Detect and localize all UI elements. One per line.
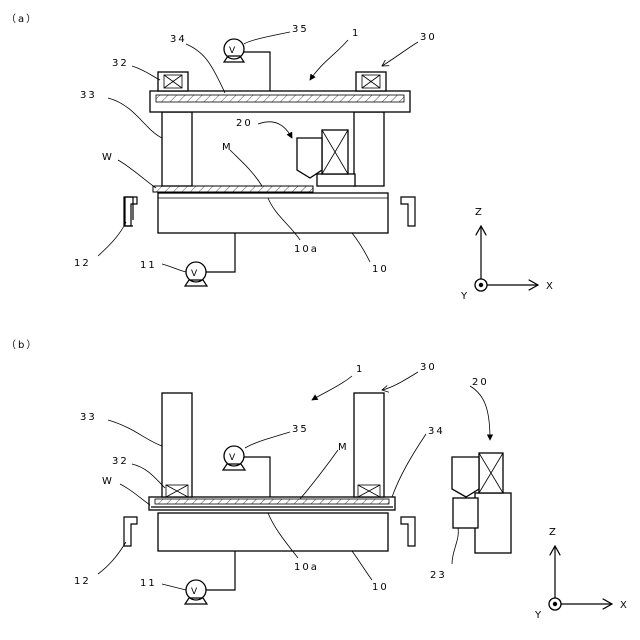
leader-12 xyxy=(98,222,126,256)
stage-10-b xyxy=(158,513,388,551)
valve-35: V xyxy=(224,39,244,62)
leader-34 xyxy=(186,44,225,93)
leader-23-b xyxy=(452,528,458,564)
ref-34-b: 34 xyxy=(428,426,445,437)
workpiece-w xyxy=(153,186,313,192)
bracket-12-right xyxy=(401,197,415,226)
panel-b-label: （b） xyxy=(6,339,38,351)
leader-30-b xyxy=(382,372,418,390)
valve-11: V xyxy=(185,262,207,286)
valve-35-symbol: V xyxy=(229,46,236,56)
plate-34-hatch xyxy=(156,95,404,102)
ref-w-a: W xyxy=(102,152,114,163)
ref-35-b: 35 xyxy=(292,424,309,435)
leader-12-b xyxy=(98,542,126,574)
valve-35-b-symbol: V xyxy=(229,453,236,463)
leader-34-b xyxy=(392,434,426,497)
valve-35-b: V xyxy=(223,446,245,470)
leader-w xyxy=(118,160,156,188)
head-20 xyxy=(297,130,355,186)
axis-z-a: Z xyxy=(475,207,484,218)
leader-11 xyxy=(162,264,186,272)
ref-35-a: 35 xyxy=(292,24,309,35)
axis-z-b: Z xyxy=(549,527,558,538)
ref-33-a: 33 xyxy=(80,90,97,101)
ref-m-a: M xyxy=(222,142,233,153)
leader-30 xyxy=(382,42,418,66)
ref-30-a: 30 xyxy=(420,32,437,43)
ref-33-b: 33 xyxy=(80,412,97,423)
leader-32-b xyxy=(132,464,165,488)
column-33-left xyxy=(162,112,192,186)
stage-10 xyxy=(158,193,388,233)
ref-23-b: 23 xyxy=(430,570,447,581)
column-33-right-b xyxy=(354,393,384,497)
tool-23 xyxy=(453,498,478,528)
ref-10a-b: 10a xyxy=(294,562,319,573)
leader-10 xyxy=(352,233,370,262)
ref-m-b: M xyxy=(338,442,349,453)
pipe-11-b xyxy=(206,551,235,590)
ref-11-b: 11 xyxy=(140,578,157,589)
axis-y-b: Y xyxy=(534,610,543,621)
ref-10-b: 10 xyxy=(372,582,389,593)
leader-20 xyxy=(258,122,292,138)
axis-x-b: X xyxy=(620,600,629,611)
valve-11-b-symbol: V xyxy=(191,587,198,597)
axis-y-a: Y xyxy=(460,291,469,302)
magnet-32-left xyxy=(158,72,188,91)
ref-1-b: 1 xyxy=(356,364,364,375)
ref-30-b: 30 xyxy=(420,362,437,373)
leader-35 xyxy=(244,32,290,44)
leader-20-b xyxy=(470,386,490,440)
ref-32-b: 32 xyxy=(112,456,129,467)
pipe-35-b xyxy=(244,457,270,497)
ref-11-a: 11 xyxy=(140,260,157,271)
column-33-right xyxy=(354,112,384,186)
panel-a-label: （a） xyxy=(6,13,38,25)
ref-1-a: 1 xyxy=(352,28,360,39)
ref-20-b: 20 xyxy=(472,377,489,388)
bracket-12-left-b xyxy=(124,517,137,546)
bracket-12-left xyxy=(125,197,133,226)
leader-1-b xyxy=(312,376,352,400)
axes-a: Z X Y xyxy=(460,207,555,302)
ref-12-b: 12 xyxy=(74,576,91,587)
magnet-32-right xyxy=(356,72,386,91)
leader-1 xyxy=(310,40,348,80)
bracket-12-right-b xyxy=(401,517,415,546)
leader-m-b xyxy=(300,450,338,499)
panel-b: （b） V xyxy=(6,339,629,621)
leader-w-b xyxy=(120,484,150,505)
column-33-left-b xyxy=(162,393,192,497)
leader-11-b xyxy=(162,584,186,590)
plate-34-b-hatch xyxy=(155,499,389,504)
ref-34-a: 34 xyxy=(170,34,187,45)
ref-12-a: 12 xyxy=(74,258,91,269)
pipe-35 xyxy=(243,52,270,91)
leader-32 xyxy=(132,66,160,80)
ref-10a-a: 10a xyxy=(294,244,319,255)
leader-m xyxy=(230,150,262,186)
panel-a: （a） V xyxy=(6,13,555,302)
axis-x-a: X xyxy=(546,281,555,292)
valve-11-b: V xyxy=(185,580,207,604)
axes-b: Z X Y xyxy=(534,527,629,621)
leader-33-b xyxy=(108,420,162,446)
leader-35-b xyxy=(245,432,290,448)
pipe-11 xyxy=(205,233,235,272)
ref-w-b: W xyxy=(102,476,114,487)
bracket-12-left-full xyxy=(124,197,137,226)
ref-20-a: 20 xyxy=(236,118,253,129)
ref-32-a: 32 xyxy=(112,58,129,69)
ref-10-a: 10 xyxy=(372,264,389,275)
head-20-b xyxy=(452,453,511,553)
leader-10-b xyxy=(352,551,372,580)
valve-11-symbol: V xyxy=(191,269,198,279)
